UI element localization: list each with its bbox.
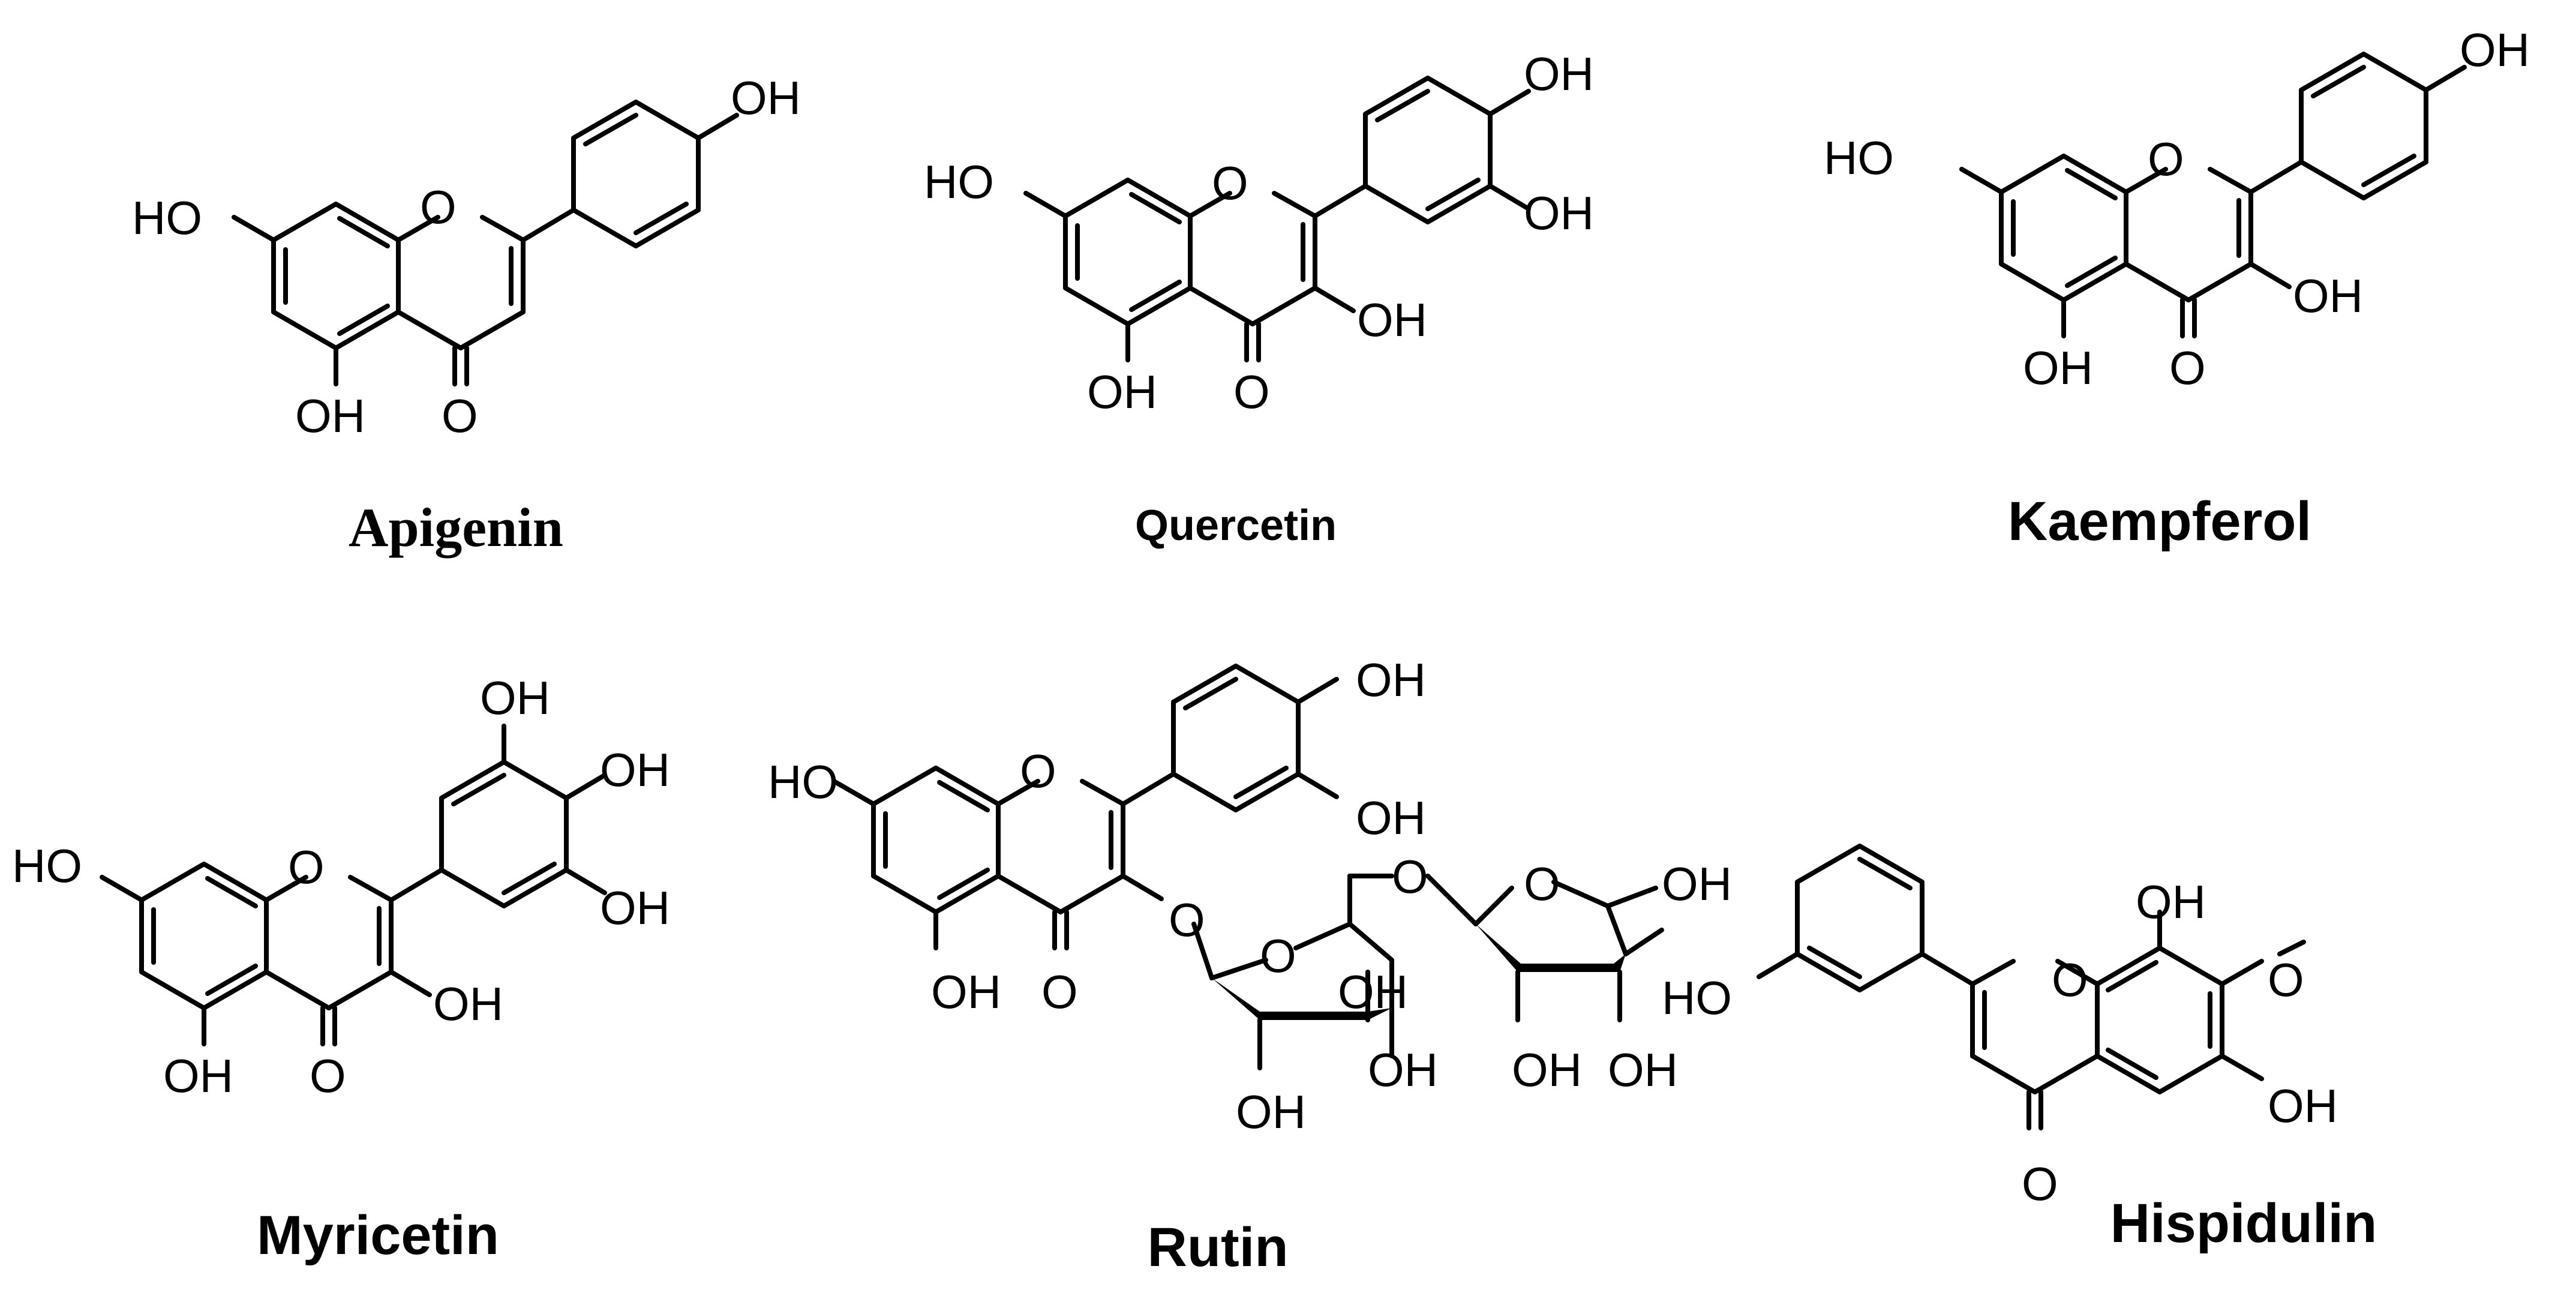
- hispidulin-ho-4p-label: HO: [1662, 971, 1732, 1024]
- apigenin-oh-5: OH: [295, 389, 365, 442]
- hispidulin-oh-7: OH: [2136, 875, 2206, 928]
- myricetin-ho-7: HO: [12, 839, 82, 892]
- myricetin-oh-4p: OH: [600, 743, 670, 796]
- quercetin-oh-3p: OH: [1524, 187, 1594, 239]
- kaempferol-carbonyl-o: O: [2169, 341, 2206, 394]
- compound-name-kaempferol: Kaempferol: [2008, 491, 2311, 552]
- apigenin-oh-4p: OH: [731, 71, 801, 124]
- compound-name-rutin: Rutin: [1147, 1217, 1288, 1278]
- myricetin-ring-o: O: [288, 841, 325, 893]
- hispidulin-ring-o: O: [2052, 953, 2088, 1006]
- apigenin-ho-7: HO: [132, 191, 202, 244]
- rutin-glucose-oh-2: OH: [1338, 965, 1408, 1018]
- hispidulin-methoxy-o: O: [2268, 953, 2304, 1006]
- quercetin-oh-3: OH: [1357, 293, 1427, 346]
- kaempferol-ring-o: O: [2148, 133, 2184, 185]
- kaempferol-ho-7: HO: [1824, 131, 1894, 184]
- kaempferol-oh-3: OH: [2293, 269, 2363, 322]
- structure-rutin: [831, 664, 1664, 1070]
- hispidulin-carbonyl-o: O: [2022, 1157, 2058, 1210]
- kaempferol-oh-5: OH: [2023, 341, 2093, 394]
- myricetin-oh-3p: OH: [600, 881, 670, 934]
- rutin-ho-7: HO: [768, 755, 838, 808]
- rutin-carbonyl-o: O: [1041, 965, 1078, 1018]
- rutin-rhamnose-ring-o: O: [1524, 857, 1560, 910]
- rutin-glucose-oh-3: OH: [1236, 1085, 1306, 1138]
- apigenin-ring-o: O: [420, 181, 457, 233]
- rutin-oh-5: OH: [931, 965, 1001, 1018]
- quercetin-oh-4p: OH: [1524, 47, 1594, 100]
- quercetin-ho-7: HO: [924, 155, 994, 208]
- compound-name-quercetin: Quercetin: [1135, 502, 1337, 550]
- rutin-rhamnose-oh-3: OH: [1512, 1043, 1582, 1096]
- rutin-ring-o: O: [1020, 745, 1056, 797]
- rutin-oh-3p: OH: [1356, 791, 1426, 844]
- rutin-glucose-ring-o: O: [1260, 929, 1296, 982]
- rutin-rhamnose-oh-4: OH: [1662, 857, 1732, 910]
- structure-kaempferol: [1959, 52, 2467, 338]
- myricetin-oh-5: OH: [163, 1049, 233, 1102]
- apigenin-carbonyl-o: O: [442, 389, 478, 442]
- myricetin-oh-5p: OH: [480, 671, 550, 724]
- rutin-oh-4p: OH: [1356, 653, 1426, 706]
- rutin-glucose-oh-4: OH: [1368, 1043, 1438, 1096]
- quercetin-ring-o: O: [1212, 157, 1248, 209]
- compound-name-apigenin: Apigenin: [349, 497, 563, 558]
- compound-name-hispidulin: Hispidulin: [2110, 1193, 2377, 1254]
- rutin-rhamnose-oh-2: OH: [1608, 1043, 1678, 1096]
- myricetin-carbonyl-o: O: [310, 1049, 346, 1102]
- kaempferol-oh-4p: OH: [2460, 23, 2530, 76]
- hispidulin-oh-5: OH: [2268, 1079, 2338, 1132]
- quercetin-oh-5: OH: [1087, 365, 1157, 418]
- compound-name-myricetin: Myricetin: [257, 1205, 499, 1266]
- rutin-linker-o: O: [1392, 850, 1428, 903]
- myricetin-oh-3: OH: [433, 977, 503, 1030]
- structure-apigenin: [232, 100, 739, 386]
- quercetin-carbonyl-o: O: [1233, 365, 1270, 418]
- structure-hispidulin: [1757, 844, 2306, 1130]
- structure-myricetin: [100, 724, 607, 1046]
- rutin-glycosidic-o: O: [1169, 893, 1205, 946]
- structure-quercetin: [1023, 76, 1531, 362]
